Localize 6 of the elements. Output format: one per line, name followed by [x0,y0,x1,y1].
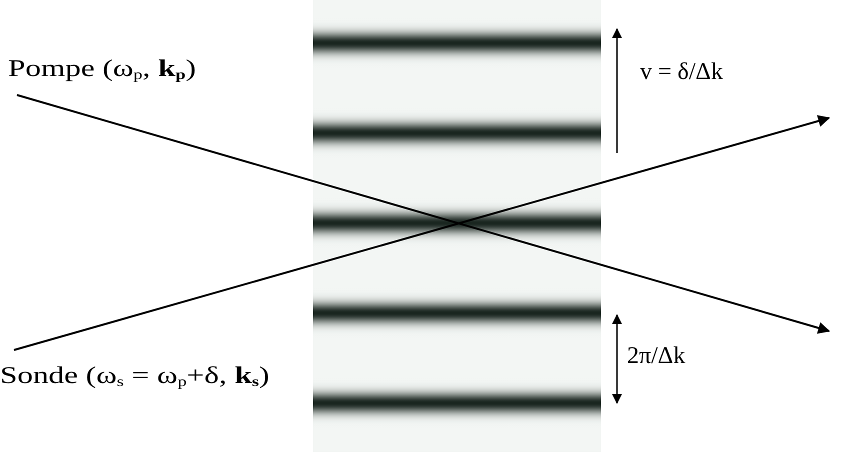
beam-arrow [14,115,830,351]
dimension-label: 2π/Δk [627,344,686,368]
beam-label: Pompe (ω$_{p}$, k$_{p}$) [8,57,196,83]
velocity-label: v = δ/Δk [640,60,723,84]
beam-label: Sonde (ω$_{s}$ = ω$_{p}$+δ, k$_{s}$) [0,364,270,390]
beam-arrow [16,94,830,334]
